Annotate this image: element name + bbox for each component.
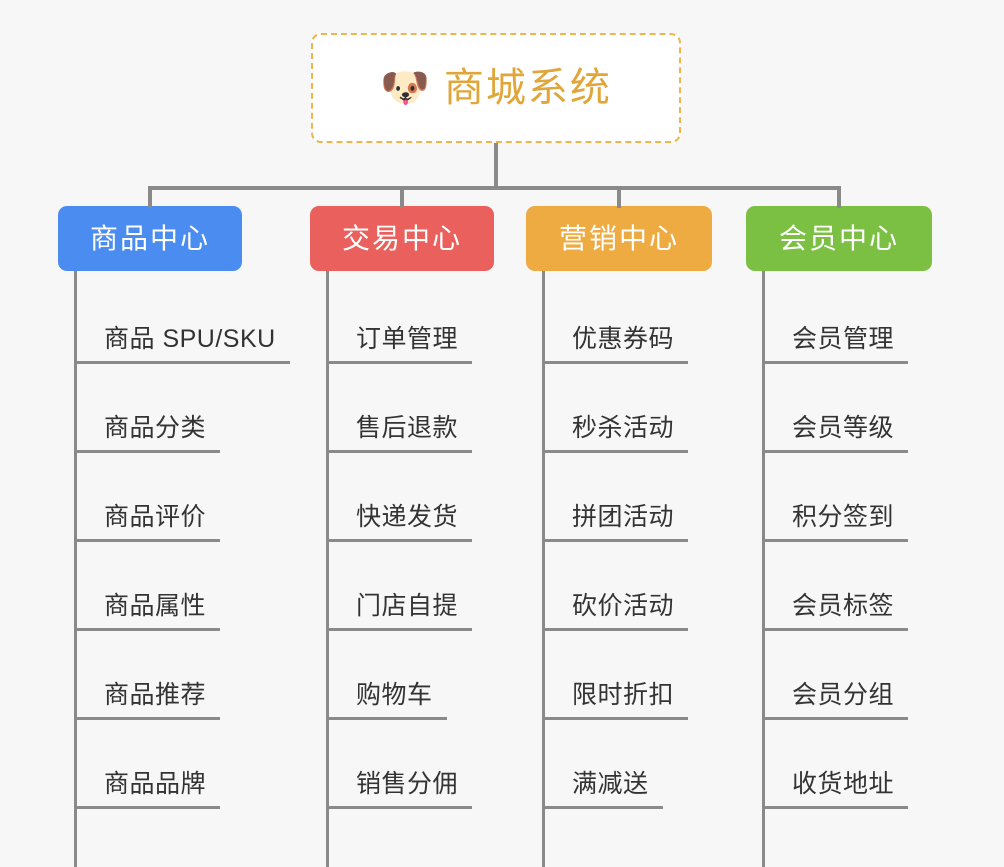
branch-items-trade-center: 订单管理售后退款快递发货门店自提购物车销售分佣 <box>310 271 494 867</box>
leaf-underline: 门店自提 <box>326 592 473 631</box>
leaf-item[interactable]: 会员分组 <box>746 631 932 720</box>
leaf-underline: 收货地址 <box>762 770 909 809</box>
leaf-item[interactable]: 商品分类 <box>58 364 242 453</box>
leaf-item-label: 会员管理 <box>792 325 895 354</box>
branch-product-center: 商品中心商品 SPU/SKU 商品分类商品评价商品属性商品推荐商品品牌 <box>58 206 290 867</box>
leaf-underline: 商品属性 <box>74 592 221 631</box>
leaf-underline: 商品品牌 <box>74 770 221 809</box>
leaf-item[interactable]: 优惠券码 <box>526 275 712 364</box>
leaf-underline: 商品 SPU/SKU <box>74 325 290 364</box>
leaf-item-label: 商品品牌 <box>104 770 207 799</box>
leaf-item-label: 优惠券码 <box>572 325 675 354</box>
branch-header-marketing-center[interactable]: 营销中心 <box>526 206 712 271</box>
leaf-underline: 商品推荐 <box>74 681 221 720</box>
leaf-item-label: 商品评价 <box>104 503 207 532</box>
leaf-underline: 销售分佣 <box>326 770 473 809</box>
connector-spine-marketing-center <box>542 271 545 867</box>
leaf-item[interactable]: 门店自提 <box>310 542 494 631</box>
leaf-item-label: 会员标签 <box>792 592 895 621</box>
leaf-item-label: 会员等级 <box>792 414 895 443</box>
leaf-underline: 限时折扣 <box>542 681 689 720</box>
root-node[interactable]: 🐶 商城系统 <box>311 33 681 143</box>
branch-marketing-center: 营销中心优惠券码秒杀活动拼团活动砍价活动限时折扣满减送 <box>526 206 712 867</box>
leaf-item-label: 拼团活动 <box>572 503 675 532</box>
leaf-item-label: 会员分组 <box>792 681 895 710</box>
leaf-item[interactable]: 积分签到 <box>746 453 932 542</box>
leaf-item-label: 商品推荐 <box>104 681 207 710</box>
dog-face-icon: 🐶 <box>380 66 430 110</box>
leaf-underline: 购物车 <box>326 681 447 720</box>
leaf-item-label: 秒杀活动 <box>572 414 675 443</box>
leaf-item[interactable]: 会员标签 <box>746 542 932 631</box>
branch-items-member-center: 会员管理会员等级积分签到会员标签会员分组收货地址 <box>746 271 932 867</box>
leaf-underline: 快递发货 <box>326 503 473 542</box>
branch-trade-center: 交易中心订单管理售后退款快递发货门店自提购物车销售分佣 <box>310 206 494 867</box>
leaf-item[interactable]: 售后退款 <box>310 364 494 453</box>
connector-spine-product-center <box>74 271 77 867</box>
leaf-item-label: 售后退款 <box>356 414 459 443</box>
leaf-item[interactable]: 商品 SPU/SKU <box>58 275 290 364</box>
branch-items-product-center: 商品 SPU/SKU 商品分类商品评价商品属性商品推荐商品品牌 <box>58 271 290 867</box>
branch-header-product-center[interactable]: 商品中心 <box>58 206 242 271</box>
leaf-item-label: 商品属性 <box>104 592 207 621</box>
connector-drop-member-center <box>837 186 841 208</box>
leaf-item[interactable]: 会员等级 <box>746 364 932 453</box>
leaf-underline: 砍价活动 <box>542 592 689 631</box>
leaf-underline: 商品评价 <box>74 503 221 542</box>
connector-root-stem <box>494 143 498 188</box>
leaf-item-label: 积分签到 <box>792 503 895 532</box>
leaf-item[interactable]: 商品属性 <box>58 542 242 631</box>
leaf-item-label: 限时折扣 <box>572 681 675 710</box>
leaf-item-label: 销售分佣 <box>356 770 459 799</box>
leaf-item[interactable]: 砍价活动 <box>526 542 712 631</box>
connector-drop-product-center <box>148 186 152 208</box>
connector-spine-member-center <box>762 271 765 867</box>
leaf-item[interactable]: 购物车 <box>310 631 494 720</box>
connector-horizontal-bus <box>152 186 838 190</box>
leaf-underline: 积分签到 <box>762 503 909 542</box>
connector-drop-marketing-center <box>617 186 621 208</box>
leaf-item-label: 砍价活动 <box>572 592 675 621</box>
leaf-underline: 拼团活动 <box>542 503 689 542</box>
leaf-item-label: 快递发货 <box>356 503 459 532</box>
leaf-underline: 会员分组 <box>762 681 909 720</box>
leaf-item[interactable]: 商品推荐 <box>58 631 242 720</box>
leaf-underline: 售后退款 <box>326 414 473 453</box>
leaf-item[interactable]: 商品评价 <box>58 453 242 542</box>
branch-header-trade-center[interactable]: 交易中心 <box>310 206 494 271</box>
leaf-underline: 商品分类 <box>74 414 221 453</box>
leaf-item-label: 门店自提 <box>356 592 459 621</box>
leaf-underline: 会员标签 <box>762 592 909 631</box>
leaf-underline: 订单管理 <box>326 325 473 364</box>
leaf-item-label: 商品分类 <box>104 414 207 443</box>
leaf-item[interactable]: 销售分佣 <box>310 720 494 809</box>
leaf-item[interactable]: 满减送 <box>526 720 712 809</box>
leaf-underline: 秒杀活动 <box>542 414 689 453</box>
branch-member-center: 会员中心会员管理会员等级积分签到会员标签会员分组收货地址 <box>746 206 932 867</box>
leaf-underline: 会员等级 <box>762 414 909 453</box>
leaf-underline: 优惠券码 <box>542 325 689 364</box>
leaf-item-label: 收货地址 <box>792 770 895 799</box>
leaf-underline: 会员管理 <box>762 325 909 364</box>
leaf-item[interactable]: 快递发货 <box>310 453 494 542</box>
leaf-item[interactable]: 收货地址 <box>746 720 932 809</box>
root-title: 商城系统 <box>443 66 612 110</box>
leaf-item[interactable]: 限时折扣 <box>526 631 712 720</box>
leaf-item-label: 商品 SPU/SKU <box>104 325 276 354</box>
leaf-item-label: 满减送 <box>572 770 649 799</box>
leaf-item-label: 订单管理 <box>356 325 459 354</box>
mindmap-canvas: 🐶 商城系统 商品中心商品 SPU/SKU 商品分类商品评价商品属性商品推荐商品品… <box>58 33 932 867</box>
leaf-item[interactable]: 会员管理 <box>746 275 932 364</box>
branch-items-marketing-center: 优惠券码秒杀活动拼团活动砍价活动限时折扣满减送 <box>526 271 712 867</box>
branch-header-member-center[interactable]: 会员中心 <box>746 206 932 271</box>
leaf-item-label: 购物车 <box>356 681 433 710</box>
leaf-underline: 满减送 <box>542 770 663 809</box>
leaf-item[interactable]: 秒杀活动 <box>526 364 712 453</box>
leaf-item[interactable]: 商品品牌 <box>58 720 242 809</box>
leaf-item[interactable]: 拼团活动 <box>526 453 712 542</box>
leaf-item[interactable]: 订单管理 <box>310 275 494 364</box>
connector-drop-trade-center <box>400 186 404 208</box>
connector-spine-trade-center <box>326 271 329 867</box>
